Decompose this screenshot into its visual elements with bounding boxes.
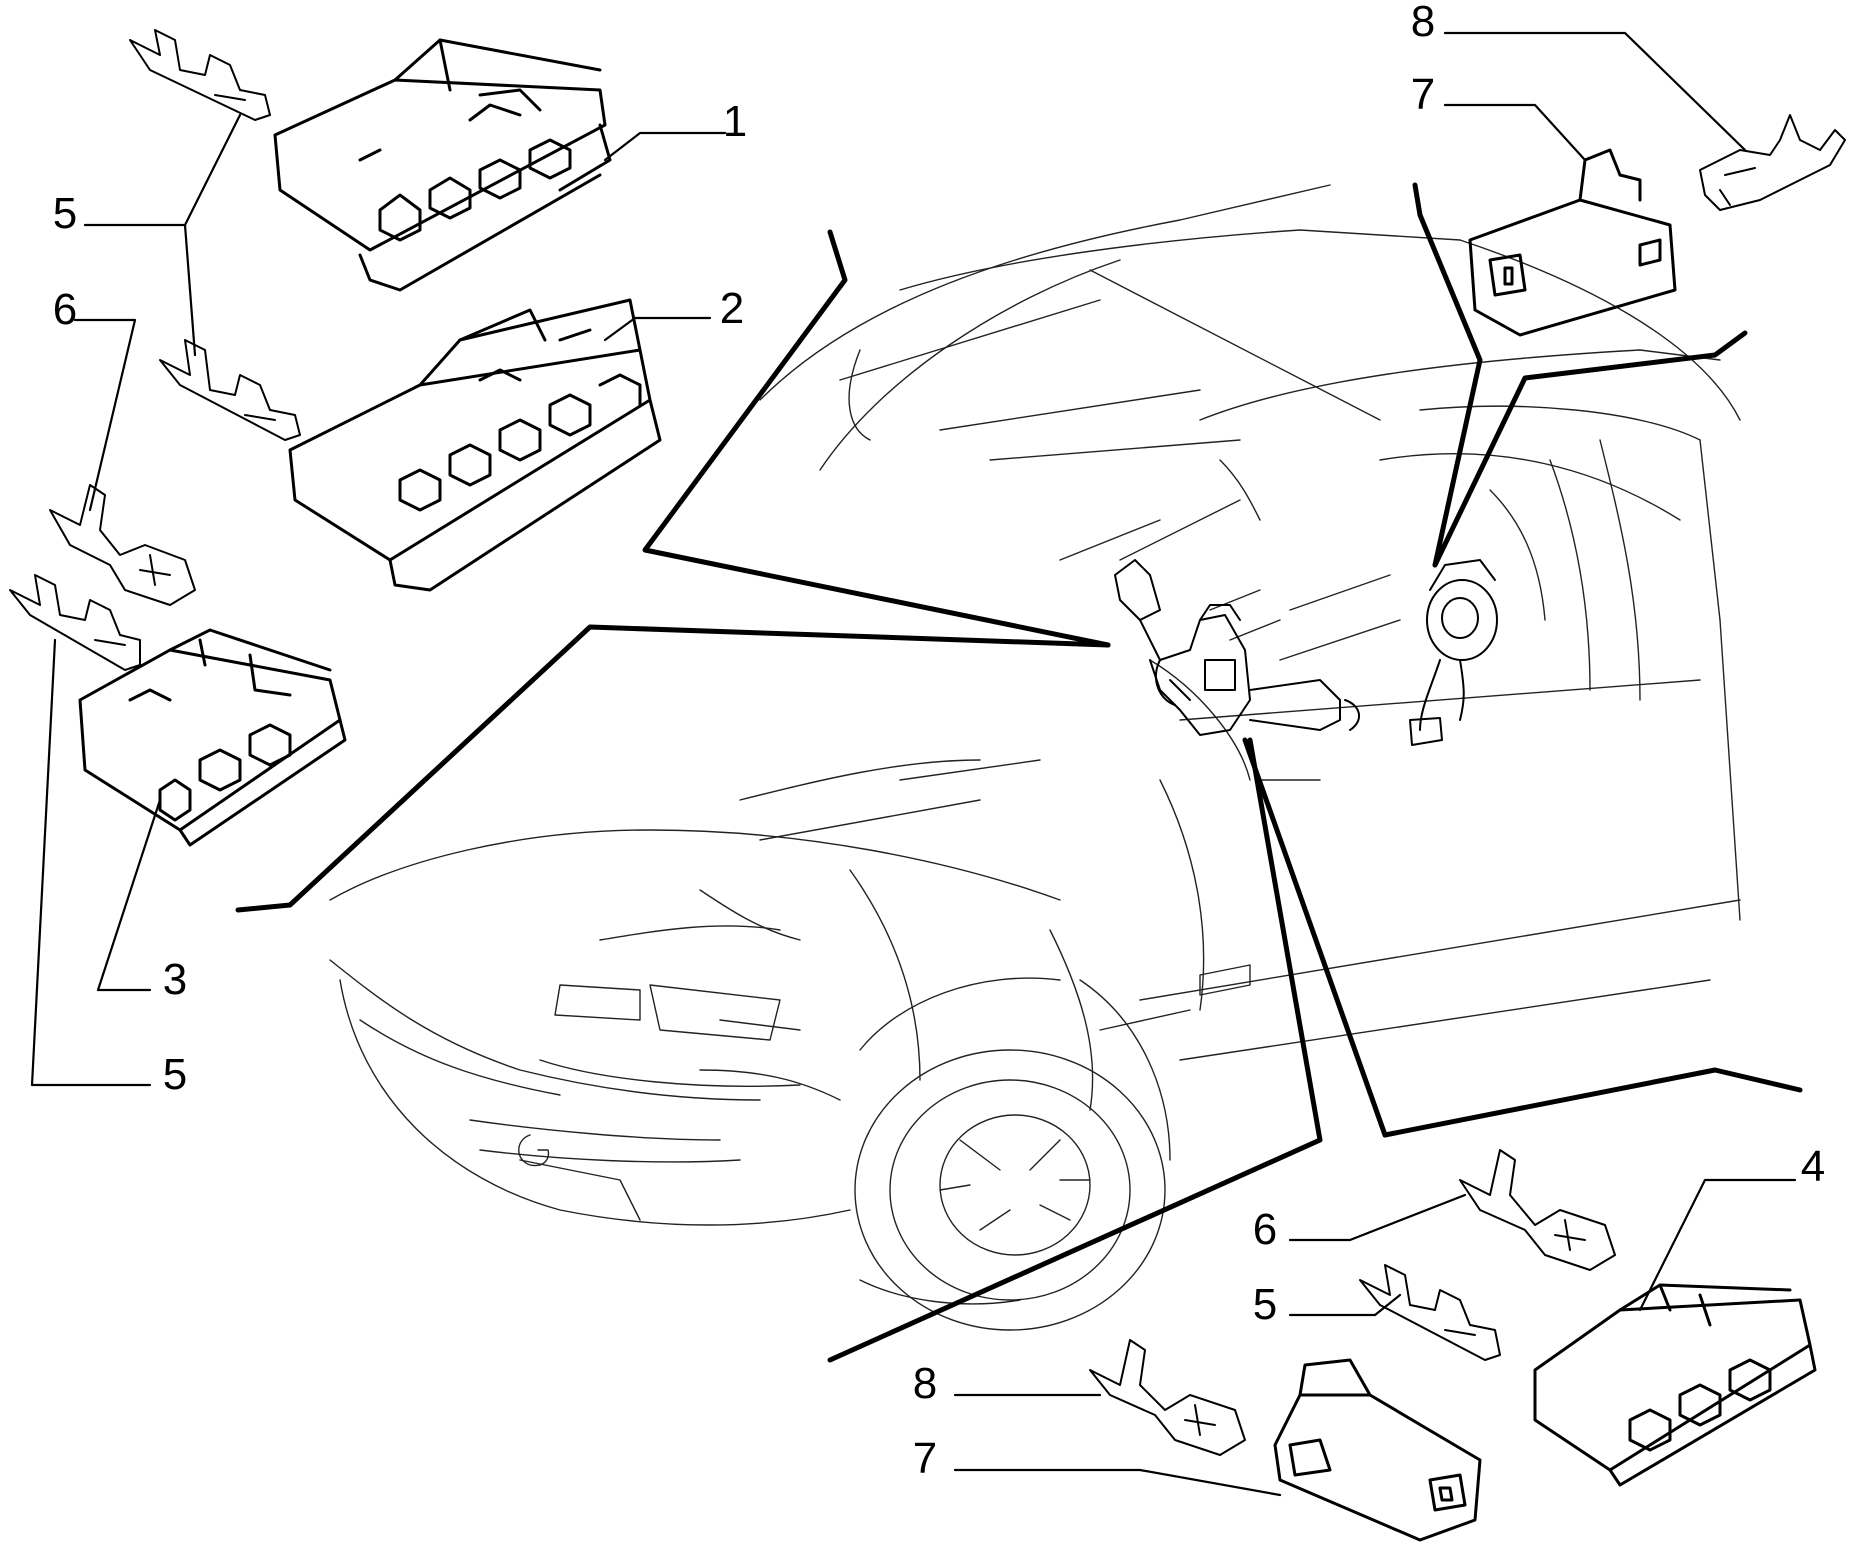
callout-7-top: 7 <box>1410 70 1436 119</box>
callout-4: 4 <box>1800 1142 1826 1191</box>
connector-7-top-drawing <box>1468 148 1677 337</box>
callout-7-bottom: 7 <box>912 1434 938 1483</box>
connector-3-drawing <box>78 628 347 847</box>
callout-leader-lines <box>30 31 1797 1497</box>
car-body-outline <box>329 184 1741 1331</box>
callout-5-left: 5 <box>162 1050 188 1099</box>
terminal-6-8-drawings <box>49 114 1846 1456</box>
connector-4-drawing <box>1533 1283 1817 1487</box>
detail-group-lines <box>235 182 1803 1363</box>
callout-8-bottom: 8 <box>912 1359 938 1408</box>
connector-1-drawing <box>273 38 612 292</box>
callout-1: 1 <box>722 97 748 146</box>
connector-2-drawing <box>288 298 662 592</box>
steering-column-switch <box>1114 559 1360 736</box>
callout-6-bottom: 6 <box>1252 1205 1278 1254</box>
callout-6-left: 6 <box>52 285 78 334</box>
callout-3: 3 <box>162 955 188 1004</box>
connector-7-bottom-drawing <box>1273 1358 1482 1542</box>
clock-spring <box>1409 559 1498 746</box>
terminal-5-drawings <box>9 29 1501 1361</box>
callout-8-top: 8 <box>1410 0 1436 46</box>
callout-5-bottom: 5 <box>1252 1280 1278 1329</box>
callout-5-top: 5 <box>52 189 78 238</box>
callout-2: 2 <box>719 284 745 333</box>
